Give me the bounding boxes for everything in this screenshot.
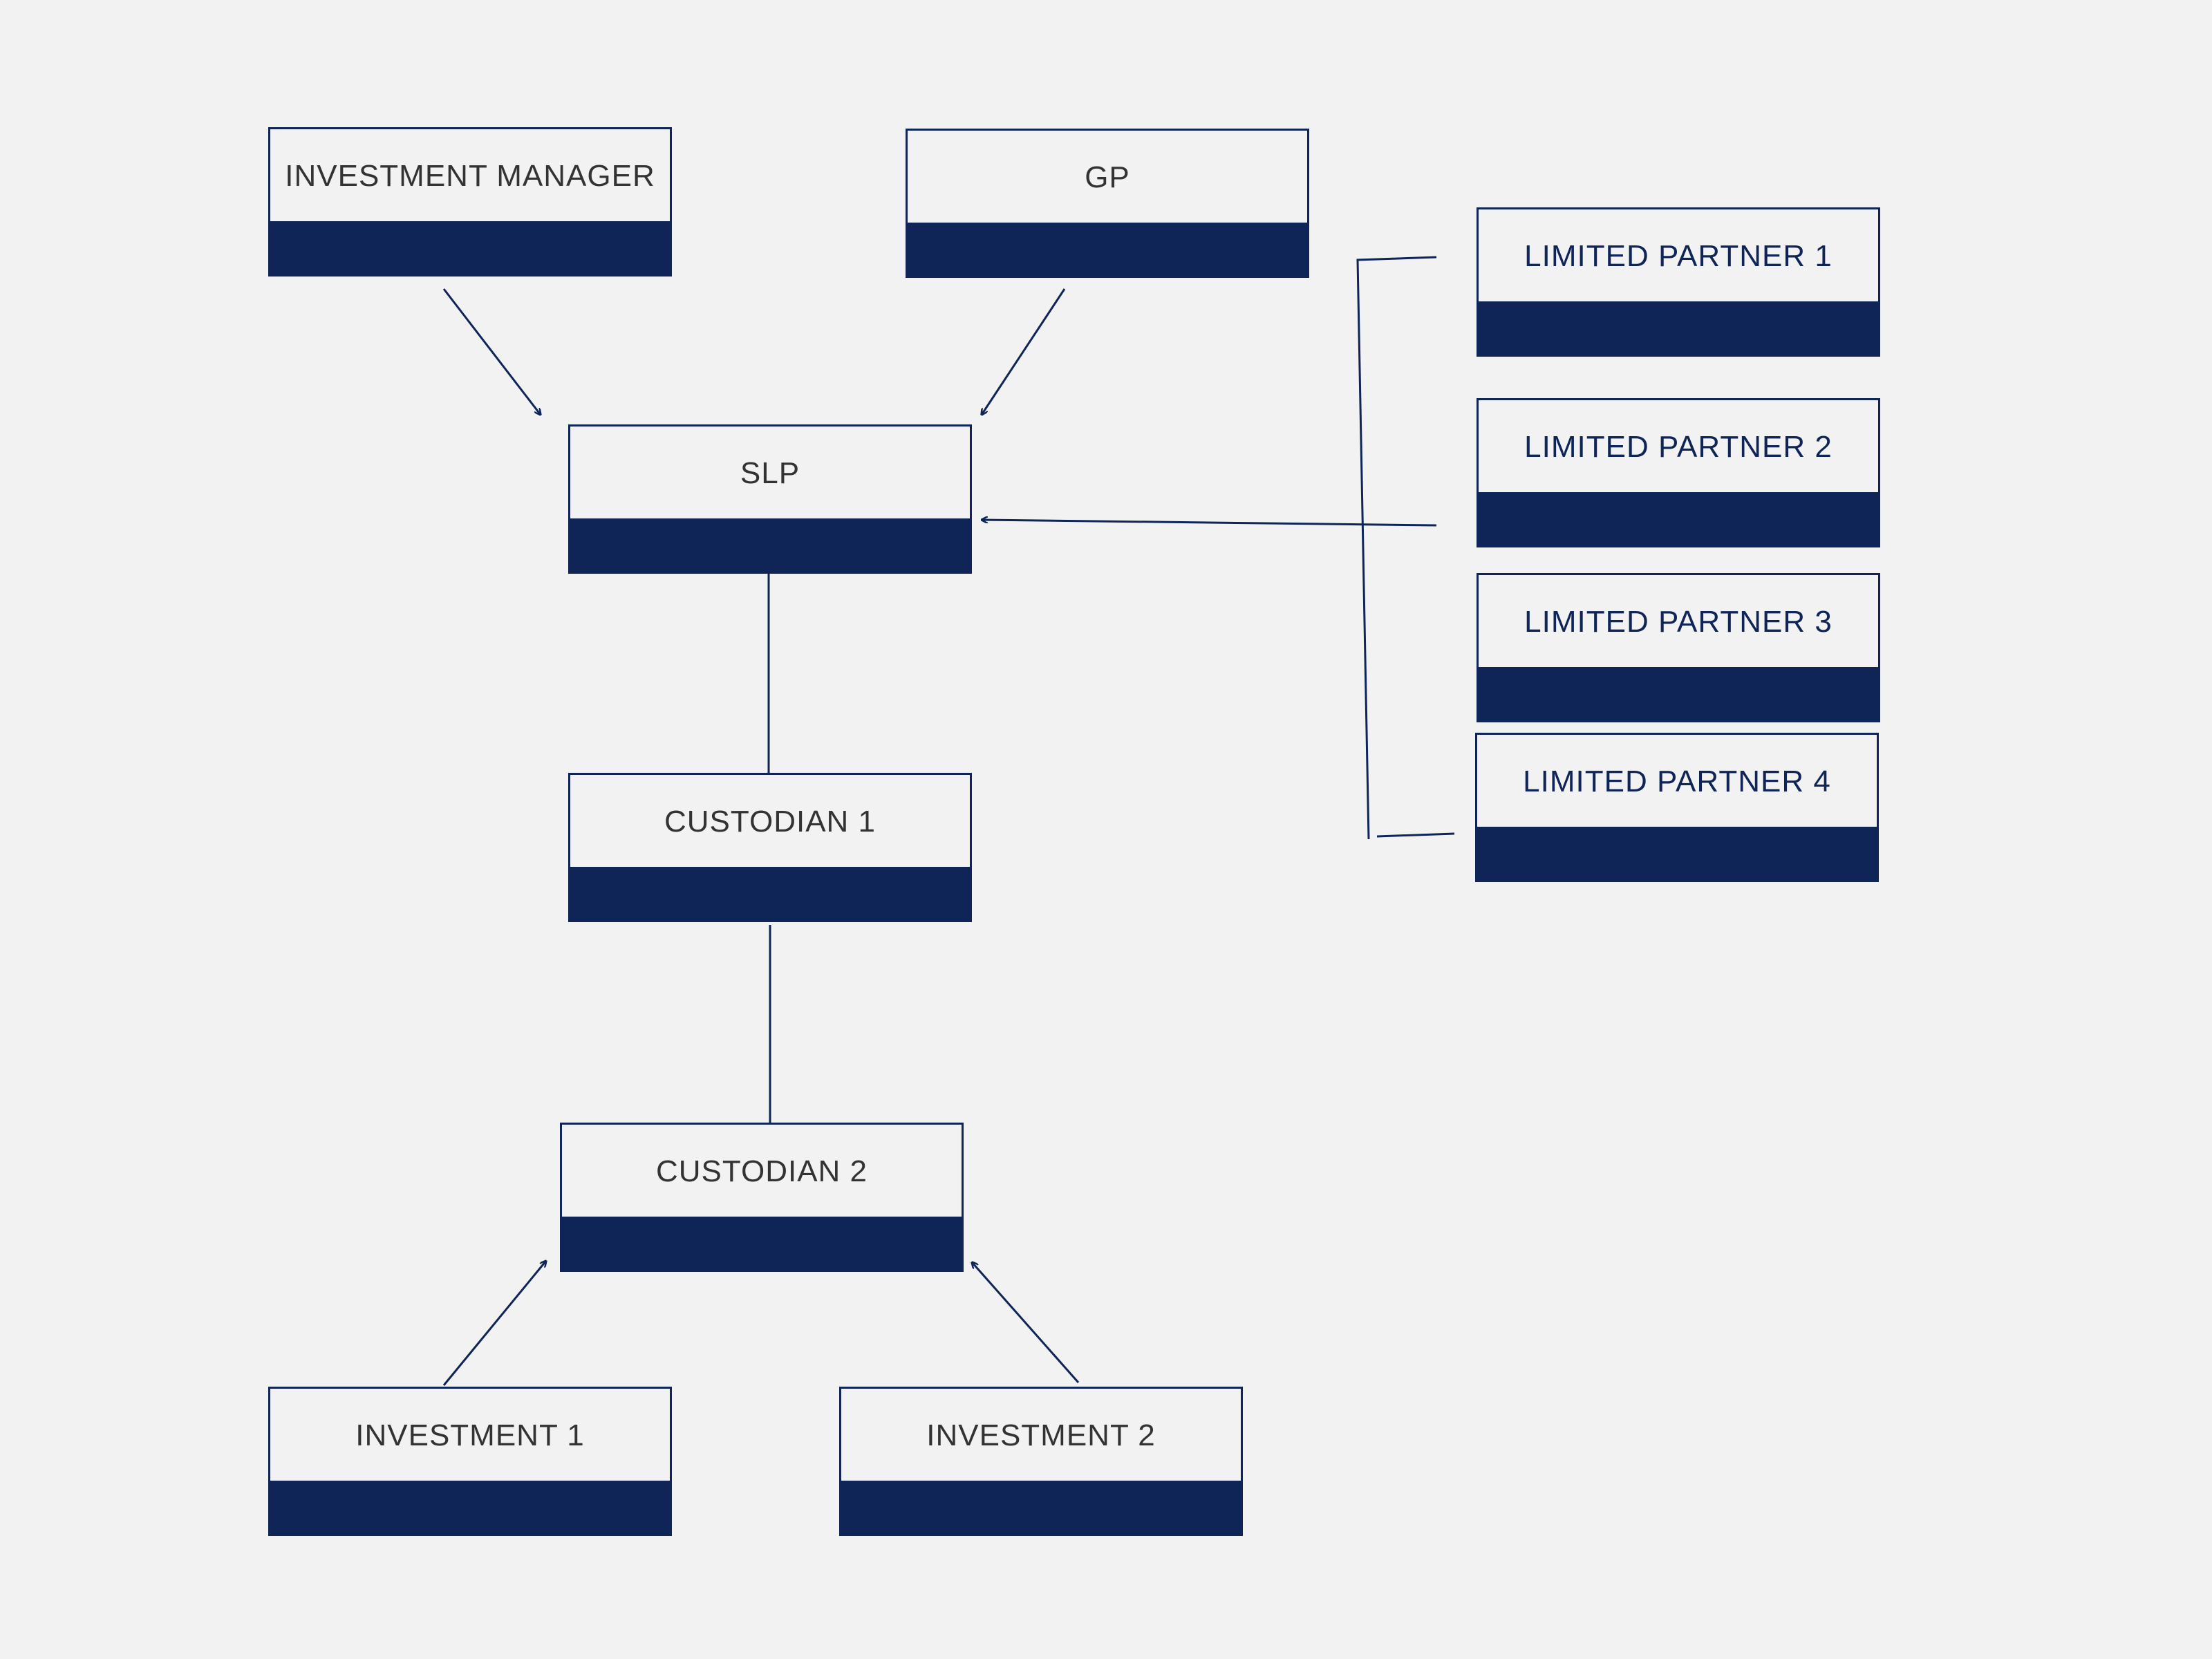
bracket-limited-partners [1356,256,1437,840]
node-investment-manager: INVESTMENT MANAGER [268,127,672,276]
node-investment-2: INVESTMENT 2 [839,1387,1243,1536]
node-slp: SLP [568,424,972,574]
arrow-investment-manager-to-slp [442,288,541,415]
node-investment-1: INVESTMENT 1 [268,1387,672,1536]
node-footer-bar [1477,301,1880,357]
arrow-investment-1-to-custodian-2 [442,1261,546,1386]
node-footer-bar [568,867,972,922]
node-limited-partner-1: LIMITED PARTNER 1 [1477,207,1880,357]
arrow-gp-to-slp [982,288,1066,415]
node-label: INVESTMENT 1 [355,1418,585,1452]
node-label: LIMITED PARTNER 1 [1524,239,1833,273]
node-limited-partner-4: LIMITED PARTNER 4 [1475,733,1879,882]
node-label: GP [1085,160,1130,194]
node-footer-bar [568,518,972,574]
node-label: CUSTODIAN 2 [655,1154,868,1188]
node-label: LIMITED PARTNER 4 [1523,765,1831,798]
node-label: CUSTODIAN 1 [664,805,877,838]
node-label: SLP [740,456,800,490]
node-label: LIMITED PARTNER 3 [1524,605,1833,639]
node-gp: GP [906,129,1309,278]
node-footer-bar [268,1481,672,1536]
node-limited-partner-3: LIMITED PARTNER 3 [1477,573,1880,722]
node-limited-partner-2: LIMITED PARTNER 2 [1477,398,1880,547]
node-label: INVESTMENT 2 [926,1418,1156,1452]
node-label: INVESTMENT MANAGER [285,159,655,193]
arrow-limited-partners-to-slp [982,520,1437,527]
node-footer-bar [268,221,672,276]
node-footer-bar [1477,492,1880,547]
node-custodian-2: CUSTODIAN 2 [560,1123,964,1272]
node-footer-bar [839,1481,1243,1536]
bracket-tick-limited-partner-4 [1376,832,1455,838]
node-footer-bar [1475,827,1879,882]
arrow-investment-2-to-custodian-2 [972,1262,1080,1383]
node-label: LIMITED PARTNER 2 [1524,430,1833,464]
node-footer-bar [906,223,1309,278]
node-footer-bar [560,1217,964,1272]
node-footer-bar [1477,667,1880,722]
node-custodian-1: CUSTODIAN 1 [568,773,972,922]
